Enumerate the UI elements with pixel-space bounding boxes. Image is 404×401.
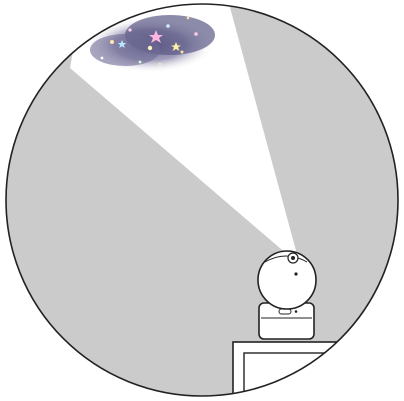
star bbox=[148, 46, 152, 50]
star bbox=[139, 61, 142, 64]
star bbox=[159, 63, 161, 65]
star bbox=[205, 49, 208, 52]
lens-core bbox=[291, 256, 295, 260]
star bbox=[101, 57, 104, 60]
projector-camera bbox=[258, 251, 316, 339]
device-base-panel bbox=[279, 309, 291, 314]
star bbox=[181, 51, 184, 54]
shelf bbox=[233, 342, 404, 401]
star bbox=[110, 40, 114, 44]
device-head bbox=[258, 251, 316, 309]
star bbox=[166, 24, 170, 28]
indicator-light bbox=[295, 310, 298, 313]
star-projection-cloud bbox=[85, 15, 215, 73]
star bbox=[194, 32, 198, 36]
star bbox=[187, 17, 190, 20]
head-sensor bbox=[294, 272, 297, 275]
star bbox=[128, 28, 131, 31]
